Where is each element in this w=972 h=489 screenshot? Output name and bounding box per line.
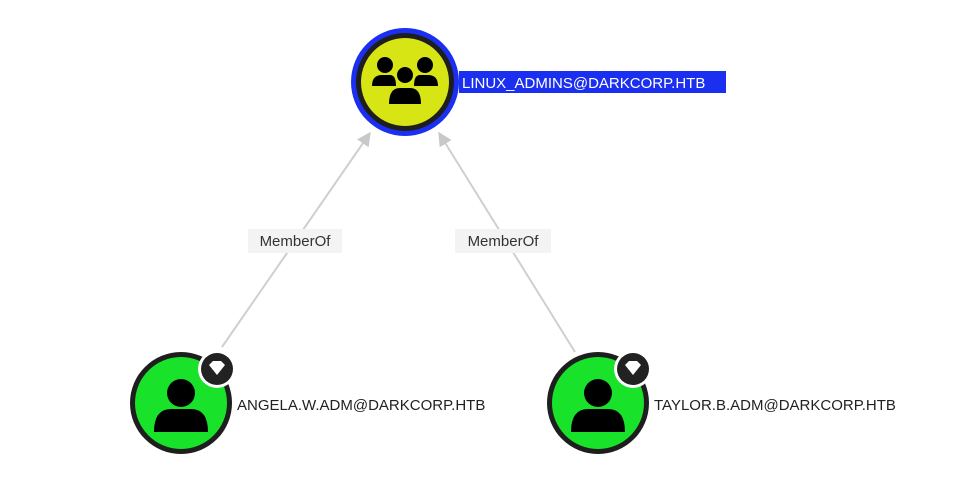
edge-label: MemberOf bbox=[260, 233, 332, 250]
edge-memberof-1[interactable]: MemberOf bbox=[221, 131, 371, 348]
node-label: ANGELA.W.ADM@DARKCORP.HTB bbox=[237, 397, 485, 414]
node-label: TAYLOR.B.ADM@DARKCORP.HTB bbox=[654, 397, 896, 414]
edge-label-bg bbox=[455, 229, 551, 253]
node-group[interactable]: LINUX_ADMINS@DARKCORP.HTB bbox=[351, 28, 726, 136]
gem-icon bbox=[198, 350, 236, 388]
node-user-angela[interactable]: ANGELA.W.ADM@DARKCORP.HTB bbox=[130, 350, 485, 454]
node-user-taylor[interactable]: TAYLOR.B.ADM@DARKCORP.HTB bbox=[547, 350, 896, 454]
gem-icon bbox=[614, 350, 652, 388]
group-icon bbox=[372, 57, 438, 104]
edge-label: MemberOf bbox=[468, 233, 540, 250]
node-label: LINUX_ADMINS@DARKCORP.HTB bbox=[462, 75, 705, 92]
node-label-highlight bbox=[459, 71, 726, 93]
edge-memberof-2[interactable]: MemberOf bbox=[438, 131, 576, 353]
edge-label-bg bbox=[248, 229, 342, 253]
